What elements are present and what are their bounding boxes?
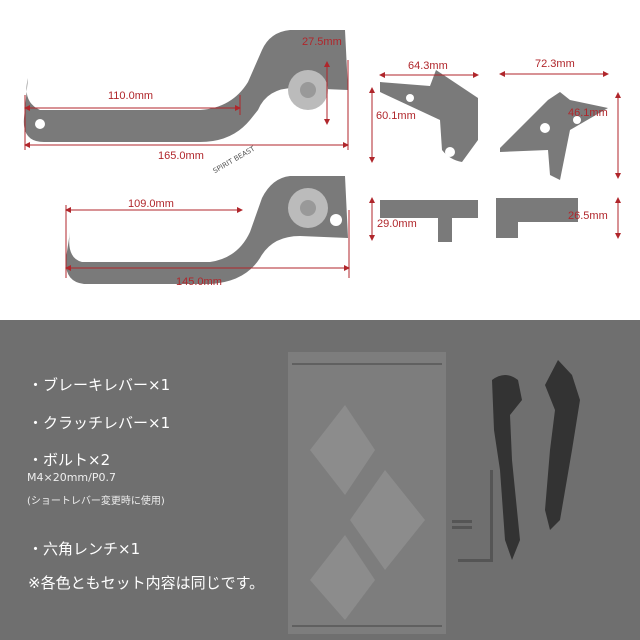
brake-length-label: 165.0mm <box>158 150 204 162</box>
lever-drawings: SPIRIT BEAST <box>23 30 621 284</box>
logo-diamonds <box>310 405 425 620</box>
bolt <box>452 526 472 529</box>
adapter2-width-label: 72.3mm <box>535 58 575 70</box>
brake-lever-photo <box>492 375 522 560</box>
contents-item-hex-wrench: ・六角レンチ×1 <box>28 540 141 558</box>
clutch-lever <box>65 176 349 284</box>
adapter1-side-label: 29.0mm <box>377 218 417 230</box>
clutch-lever-photo <box>545 360 580 530</box>
hex-wrench <box>458 470 493 562</box>
contents-item-clutch-lever: ・クラッチレバー×1 <box>28 414 171 432</box>
adapter1-width-label: 64.3mm <box>408 60 448 72</box>
adapter-side-1 <box>380 200 478 242</box>
clutch-length-label: 145.0mm <box>176 276 222 288</box>
bolt <box>452 520 472 523</box>
package-photo <box>288 352 580 634</box>
bolt-spec: M4×20mm/P0.7 <box>27 471 116 484</box>
pivot-height-label: 27.5mm <box>302 36 342 48</box>
dimension-lines <box>24 60 621 278</box>
dimension-diagram: SPIRIT BEAST 110.0mm 165.0mm 27.5mm 109.… <box>23 30 621 288</box>
adapter2-height-label: 46.1mm <box>568 107 608 119</box>
adapter-side-2 <box>496 198 578 238</box>
brake-reach-label: 110.0mm <box>108 90 154 102</box>
bolt-note: (ショートレバー変更時に使用) <box>27 496 165 507</box>
package-box <box>288 352 446 634</box>
package-contents-panel: ・ブレーキレバー×1 ・クラッチレバー×1 ・ボルト×2 M4×20mm/P0.… <box>0 320 640 640</box>
adapter1-height-label: 60.1mm <box>376 110 416 122</box>
adapter2-side-label: 26.5mm <box>568 210 608 222</box>
contents-item-bolt: ・ボルト×2 <box>28 451 111 469</box>
adapter-front-1 <box>380 70 478 162</box>
brake-lever <box>23 30 348 142</box>
brand-text: SPIRIT BEAST <box>212 144 257 175</box>
clutch-reach-label: 109.0mm <box>128 198 174 210</box>
adapter-front-2 <box>500 92 608 180</box>
contents-item-brake-lever: ・ブレーキレバー×1 <box>28 376 171 394</box>
contents-note: ※各色ともセット内容は同じです。 <box>28 574 265 592</box>
